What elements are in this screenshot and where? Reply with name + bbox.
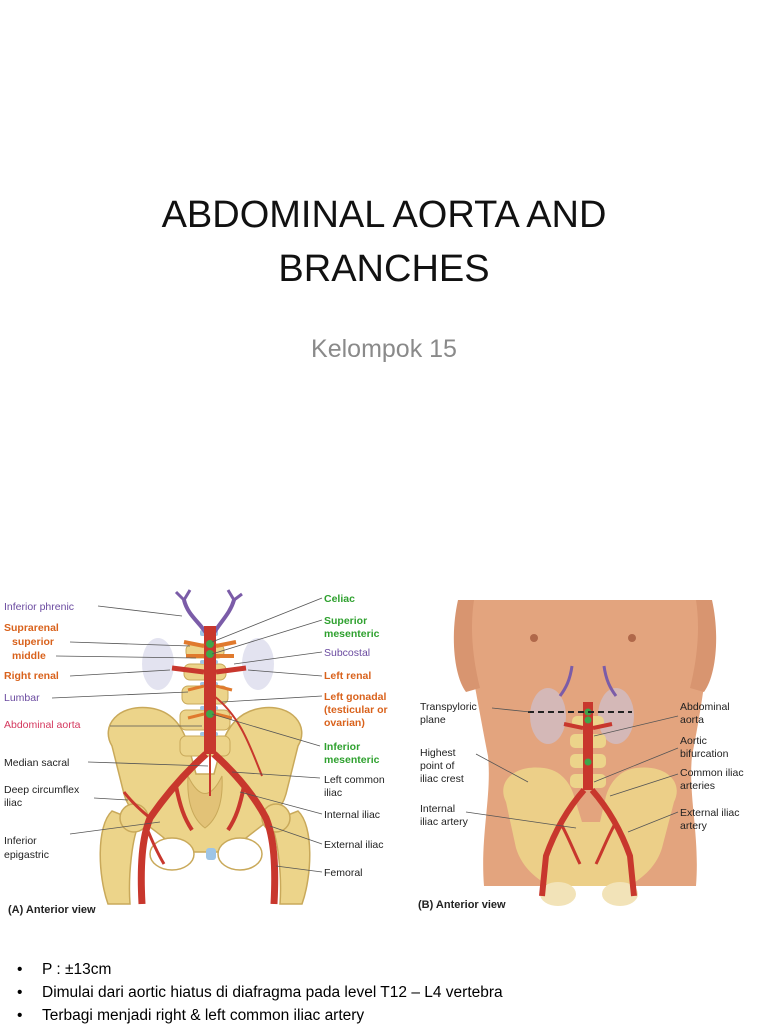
bullet-text: P : ±13cm <box>42 961 112 978</box>
slide-title: ABDOMINAL AORTA AND BRANCHES <box>0 188 768 296</box>
label-right-renal: Right renal <box>4 670 59 682</box>
figure-b-right-labels: Abdominal aorta Aortic bifurcation Commo… <box>680 701 744 832</box>
label-highest-point-1: Highest <box>420 747 456 759</box>
figure-a-caption: (A) Anterior view <box>8 904 96 916</box>
figure-a-right-labels: Celiac Superior mesenteric Subcostal Lef… <box>324 593 388 879</box>
label-inferior-epigastric-1: Inferior <box>4 835 37 847</box>
label-inferior-phrenic: Inferior phrenic <box>4 601 74 613</box>
label-transpyloric-2: plane <box>420 714 446 726</box>
label-superior-mesenteric-2: mesenteric <box>324 628 380 640</box>
label-suprarenal-middle: middle <box>12 650 46 662</box>
label-abdominal-aorta-1: Abdominal <box>680 701 730 713</box>
label-suprarenal-superior: superior <box>12 636 54 648</box>
figure-b-caption: (B) Anterior view <box>418 899 506 911</box>
bullet-item-origin: • Dimulai dari aortic hiatus di diafragma… <box>14 981 764 1004</box>
figure-a-left-labels: Inferior phrenic Suprarenal superior mid… <box>4 601 81 861</box>
label-abdominal-aorta-2: aorta <box>680 714 704 726</box>
label-deep-circumflex-2: iliac <box>4 797 22 809</box>
bullet-glyph: • <box>17 961 23 978</box>
label-femoral: Femoral <box>324 867 363 879</box>
label-superior-mesenteric-1: Superior <box>324 615 367 627</box>
bullet-glyph: • <box>17 1007 23 1024</box>
figure-a-leader-lines <box>51 597 323 873</box>
label-aortic-bifurcation-1: Aortic <box>680 735 707 747</box>
bullet-item-length: • P : ±13cm <box>14 958 764 981</box>
slide-subtitle: Kelompok 15 <box>311 335 457 363</box>
label-left-gonadal-3: ovarian) <box>324 717 365 729</box>
label-internal-iliac-artery-2: iliac artery <box>420 816 469 828</box>
label-median-sacral: Median sacral <box>4 757 69 769</box>
label-left-common-iliac-2: iliac <box>324 787 342 799</box>
label-inferior-epigastric-2: epigastric <box>4 849 49 861</box>
label-lumbar: Lumbar <box>4 692 40 704</box>
figure-b-anterior-view: Transpyloric plane Highest point of ilia… <box>418 600 744 911</box>
label-common-iliac-2: arteries <box>680 780 715 792</box>
label-transpyloric-1: Transpyloric <box>420 701 477 713</box>
label-left-renal: Left renal <box>324 670 371 682</box>
label-subcostal: Subcostal <box>324 647 370 659</box>
label-highest-point-2: point of <box>420 760 455 772</box>
label-suprarenal: Suprarenal <box>4 622 59 634</box>
label-deep-circumflex-1: Deep circumflex <box>4 784 80 796</box>
bullet-glyph: • <box>17 984 23 1001</box>
label-left-gonadal-2: (testicular or <box>324 704 388 716</box>
slide-title-line-1: ABDOMINAL AORTA AND <box>161 194 607 236</box>
label-abdominal-aorta: Abdominal aorta <box>4 719 81 731</box>
label-external-iliac-artery-2: artery <box>680 820 708 832</box>
figure-b-illustration <box>453 600 717 906</box>
label-left-common-iliac-1: Left common <box>324 774 385 786</box>
label-left-gonadal-1: Left gonadal <box>324 691 386 703</box>
label-celiac: Celiac <box>324 593 355 605</box>
bullet-list: • P : ±13cm • Dimulai dari aortic hiatus d… <box>14 958 764 1027</box>
bullet-item-division: • Terbagi menjadi right & left common ili… <box>14 1004 764 1027</box>
label-external-iliac-artery-1: External iliac <box>680 807 740 819</box>
figure-b-leader-lines <box>465 707 679 833</box>
bullet-text: Dimulai dari aortic hiatus di diafragma … <box>42 984 503 1001</box>
label-inferior-mesenteric-1: Inferior <box>324 741 360 753</box>
figure-b-left-labels: Transpyloric plane Highest point of ilia… <box>420 701 477 828</box>
label-common-iliac-1: Common iliac <box>680 767 744 779</box>
slide-title-line-2: BRANCHES <box>278 248 490 290</box>
label-aortic-bifurcation-2: bifurcation <box>680 748 729 760</box>
label-inferior-mesenteric-2: mesenteric <box>324 754 380 766</box>
figure-a-illustration <box>99 589 311 905</box>
label-highest-point-3: iliac crest <box>420 773 464 785</box>
label-external-iliac: External iliac <box>324 839 384 851</box>
label-internal-iliac: Internal iliac <box>324 809 380 821</box>
bullet-text: Terbagi menjadi right & left common ilia… <box>42 1007 365 1024</box>
label-internal-iliac-artery-1: Internal <box>420 803 455 815</box>
figure-a-anterior-view: Inferior phrenic Suprarenal superior mid… <box>4 589 388 916</box>
